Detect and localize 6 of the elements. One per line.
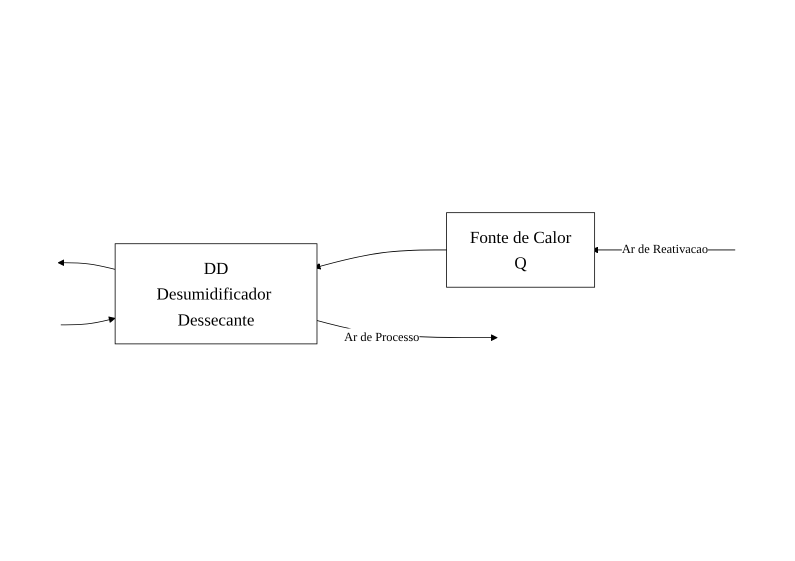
arrow: [57, 258, 116, 270]
edge-label: Ar de Processo: [344, 330, 419, 344]
node-box: DD Desumidificador Dessecante: [114, 242, 317, 344]
arrow: [60, 316, 115, 325]
node-box: Fonte de Calor Q: [446, 212, 595, 288]
edge-label: Ar de Reativacao: [621, 242, 708, 256]
